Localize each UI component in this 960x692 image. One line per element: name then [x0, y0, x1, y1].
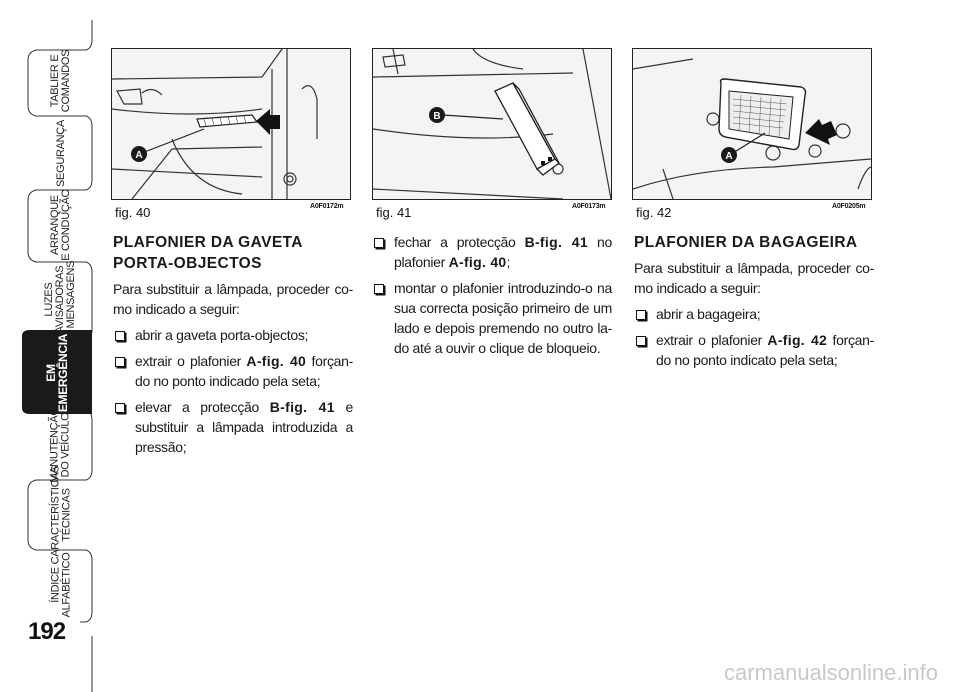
fig-41-caption: fig. 41: [376, 205, 412, 220]
step-extract-lamp: extrair o plafonier A-fig. 42 forçan-do …: [634, 330, 874, 370]
fig-40-caption: fig. 40: [115, 205, 151, 220]
intro-text: Para substituir a lâmpada, proceder co-m…: [634, 260, 874, 296]
protection-cover: [494, 82, 560, 176]
callout-b-badge: [429, 107, 445, 123]
tab-arranque-e-conducao[interactable]: ARRANQUE E CONDUÇÃO: [49, 189, 72, 261]
step-extract-lamp: extrair o plafonier A-fig. 40 forçan-do …: [113, 351, 353, 391]
column-glovebox-continued: fechar a protecção B-fig. 41 no plafonie…: [372, 232, 612, 364]
lamp-lens: [196, 114, 259, 128]
active-tab-bg: [22, 330, 92, 414]
tab-em-emergencia[interactable]: EM EMERGÊNCIA: [44, 333, 70, 413]
tab-indice-alfabetico[interactable]: ÍNDICE ALFABÉTICO: [49, 552, 73, 618]
glovebox-illustration: A: [112, 49, 318, 199]
tab-tablier-e-comandos[interactable]: TABLIER E COMANDOS: [49, 49, 73, 113]
luggage-lamp-illustration: A: [633, 58, 871, 199]
svg-text:B: B: [433, 111, 440, 122]
tab-seguranca[interactable]: SEGURANÇA: [54, 119, 67, 187]
tab-frame: [22, 20, 93, 692]
intro-text: Para substituir a lâmpada, proceder co-m…: [113, 281, 353, 317]
step-close-cover: fechar a protecção B-fig. 41 no plafonie…: [372, 232, 612, 272]
callout-a-badge: [131, 146, 147, 162]
lamp-housing: [718, 78, 807, 151]
step-lift-cover: elevar a protecção B-fig. 41 e substitui…: [113, 397, 353, 457]
watermark-text: carmanualsonline.info: [723, 660, 938, 685]
step-open-glovebox: abrir a gaveta porta-objectos;: [113, 325, 353, 345]
callout-a-badge: [721, 147, 737, 163]
figure-42: A: [632, 48, 872, 200]
fig-42-code: A0F0205m: [832, 203, 866, 210]
fig-42-caption: fig. 42: [636, 205, 672, 220]
svg-text:A: A: [725, 151, 732, 162]
arrow-icon: [256, 109, 280, 135]
page-number: 192: [28, 618, 66, 645]
step-open-boot: abrir a bagageira;: [634, 304, 874, 324]
tab-luzes-avisadoras[interactable]: LUZES AVISADORAS E MENSAGENS: [43, 260, 78, 338]
step-refit-lamp: montar o plafonier introduzindo-o na sua…: [372, 278, 612, 358]
column-luggage-lamp: PLAFONIER DA BAGAGEIRA Para substituir a…: [634, 232, 874, 376]
tab-caracteristicas-tecnicas[interactable]: CARACTERÍSTICAS TÉCNICAS: [49, 465, 73, 565]
lamp-cover-illustration: B: [373, 49, 611, 199]
fig-40-code: A0F0172m: [310, 203, 344, 210]
chapter-tabs: TABLIER E COMANDOS SEGURANÇA ARRANQUE E …: [0, 0, 100, 692]
svg-text:A: A: [135, 150, 142, 161]
arrow-icon: [805, 119, 837, 145]
fig-41-code: A0F0173m: [572, 203, 606, 210]
section-heading: PLAFONIER DA BAGAGEIRA: [634, 234, 858, 251]
figure-41: B: [372, 48, 612, 200]
figure-40: A: [111, 48, 351, 200]
